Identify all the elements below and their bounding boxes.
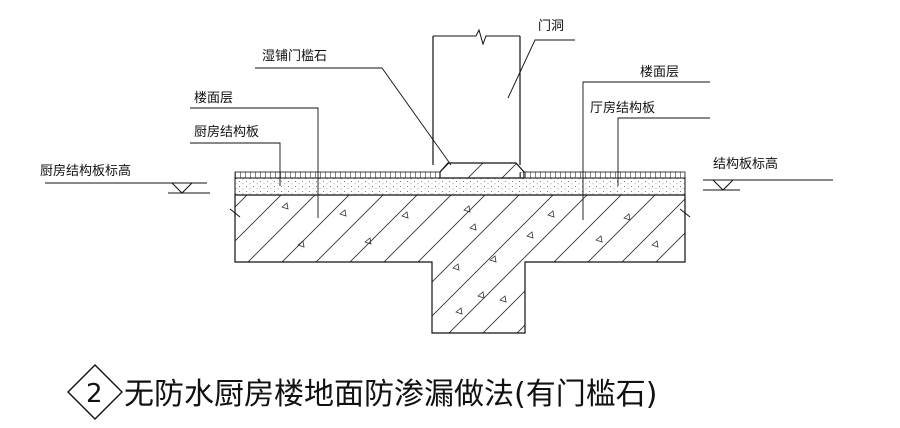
- concrete-slab-and-beam: [234, 194, 686, 334]
- aggregate-marks: [281, 202, 659, 315]
- label-floor-layer-left: 楼面层: [194, 91, 233, 106]
- break-marks: [229, 28, 691, 218]
- elevation-marker-right: [703, 179, 833, 191]
- leader-lines: [190, 39, 710, 220]
- label-hall-slab: 厅房结构板: [590, 100, 655, 116]
- label-slab-elevation: 结构板标高: [713, 156, 778, 172]
- tile-layer-right: [519, 171, 686, 179]
- tile-layer-left: [234, 171, 446, 179]
- mortar-screed-layer: [234, 177, 686, 196]
- door-opening-wall: [432, 36, 521, 165]
- diamond-number-marker: [67, 364, 123, 420]
- caption-number: 2: [86, 379, 103, 409]
- label-floor-layer-right: 楼面层: [640, 65, 679, 80]
- label-door-opening: 门洞: [538, 19, 564, 34]
- label-kitchen-slab: 厨房结构板: [194, 124, 259, 140]
- elevation-marker-left: [45, 182, 210, 194]
- caption-title: 无防水厨房楼地面防渗漏做法(有门槛石): [124, 377, 657, 412]
- label-kitchen-slab-elevation: 厨房结构板标高: [40, 163, 131, 179]
- caption: 2 无防水厨房楼地面防渗漏做法(有门槛石): [67, 364, 657, 420]
- threshold-stone: [439, 162, 525, 179]
- label-wet-threshold: 湿铺门槛石: [262, 49, 327, 64]
